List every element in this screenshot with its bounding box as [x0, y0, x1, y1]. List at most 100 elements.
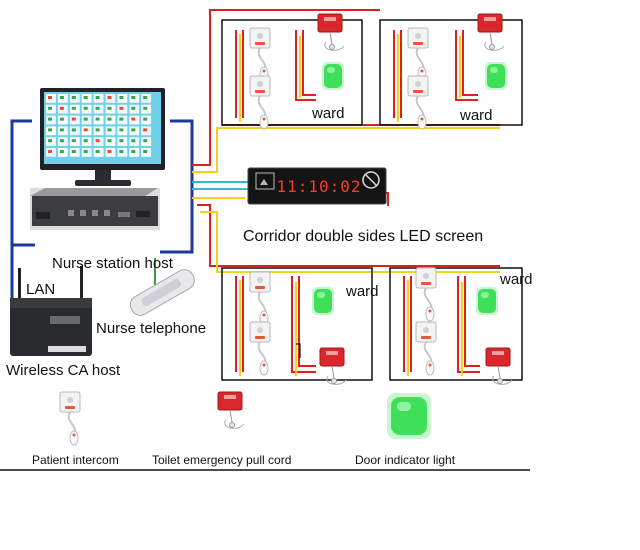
blue-wire-left — [10, 119, 35, 247]
monitor-tile-indicator — [131, 128, 136, 132]
monitor-tile-indicator — [83, 117, 88, 121]
lan-label: LAN — [26, 281, 56, 298]
monitor-tile-indicator — [119, 106, 124, 110]
monitor-tile-indicator — [48, 117, 52, 121]
monitor-tile-indicator — [95, 106, 100, 110]
pull-cord-icon — [477, 13, 505, 51]
monitor-tile-indicator — [95, 96, 100, 99]
monitor-tile-indicator — [59, 128, 64, 132]
ward-label: ward — [460, 107, 493, 124]
monitor-tile-indicator — [143, 96, 148, 99]
patient-intercom-icon — [407, 27, 429, 82]
monitor-tile-indicator — [107, 139, 112, 143]
monitor-tile-indicator — [48, 139, 52, 143]
monitor-tile-indicator — [71, 106, 76, 110]
monitor-tile-indicator — [59, 139, 64, 143]
ward-label: ward — [312, 105, 345, 122]
nurse-station-host-label: Nurse station host — [52, 255, 173, 272]
led-no-smoking-icon — [362, 171, 380, 189]
ward-label: ward — [500, 271, 533, 288]
legend-door-light-label: Door indicator light — [355, 453, 456, 467]
monitor-tile-indicator — [71, 139, 76, 143]
monitor-tile-indicator — [59, 117, 64, 121]
monitor-tile-indicator — [71, 117, 76, 121]
door-light-icon — [485, 62, 507, 90]
monitor-tile-indicator — [131, 96, 136, 99]
monitor-tile-indicator — [71, 96, 76, 99]
corridor-led-screen: 11:10:02 — [247, 167, 387, 205]
door-light-icon — [322, 62, 344, 90]
bus-red-up — [192, 9, 380, 166]
patient-intercom-icon — [415, 267, 437, 322]
monitor-tile-indicator — [83, 128, 88, 132]
room-bottom-right-frame — [389, 267, 523, 381]
monitor-tile-indicator — [95, 128, 100, 132]
monitor-tile-indicator — [95, 150, 100, 153]
patient-intercom-icon — [249, 75, 271, 130]
blue-wire-right — [160, 119, 194, 254]
monitor-tile-indicator — [131, 106, 136, 110]
monitor-tile-indicator — [119, 128, 124, 132]
monitor-tile-indicator — [119, 117, 124, 121]
monitor-tile-indicator — [131, 117, 136, 121]
monitor-tile-indicator — [71, 128, 76, 132]
legend-patient-intercom-label: Patient intercom — [32, 453, 119, 467]
legend-intercom-icon — [59, 391, 81, 446]
monitor-tile-indicator — [143, 106, 148, 110]
door-light-icon — [312, 287, 334, 315]
legend-door-light-icon — [387, 393, 431, 439]
monitor-tile-indicator — [48, 128, 52, 132]
ward-label: ward — [346, 283, 379, 300]
monitor-tile-indicator — [83, 150, 88, 153]
monitor-tile-indicator — [119, 96, 124, 99]
pull-cord-icon — [485, 347, 513, 385]
monitor-tile-indicator — [143, 117, 148, 121]
monitor-tile-indicator — [95, 117, 100, 121]
monitor-tile-indicator — [83, 96, 88, 99]
patient-intercom-icon — [249, 321, 271, 376]
monitor-tile-indicator — [59, 106, 64, 110]
led-time-display: 11:10:02 — [276, 177, 361, 196]
nurse-telephone-label: Nurse telephone — [96, 320, 207, 337]
monitor-tile-indicator — [119, 150, 124, 153]
monitor-tile-indicator — [107, 117, 112, 121]
monitor-tile-indicator — [59, 150, 64, 153]
monitor-tile-indicator — [107, 128, 112, 132]
room-top-right-frame — [379, 19, 523, 126]
wireless-host-icon — [10, 266, 92, 356]
monitor-tile-indicator — [143, 150, 148, 153]
room-top-left-frame — [221, 19, 363, 126]
monitor-tile-indicator — [83, 139, 88, 143]
patient-intercom-icon — [415, 321, 437, 376]
pull-cord-icon — [317, 13, 345, 51]
monitor-tile-indicator — [95, 139, 100, 143]
pull-cord-icon — [319, 347, 347, 385]
led-left-icon — [255, 172, 275, 190]
monitor-tile-indicator — [131, 139, 136, 143]
legend-pull-cord-icon — [217, 391, 245, 429]
monitor-tile-indicator — [59, 96, 64, 99]
patient-intercom-icon — [407, 75, 429, 130]
monitor-tile-indicator — [143, 128, 148, 132]
patient-intercom-icon — [249, 27, 271, 82]
patient-intercom-icon — [249, 271, 271, 326]
monitor-tile-indicator — [107, 96, 112, 99]
monitor-tile-indicator — [107, 106, 112, 110]
door-light-icon — [476, 287, 498, 315]
nurse-station-host-icon — [30, 188, 160, 230]
nurse-telephone-icon — [129, 269, 195, 316]
monitor-tile-indicator — [143, 139, 148, 143]
monitor-tile-indicator — [119, 139, 124, 143]
monitor-tile-indicator — [107, 150, 112, 153]
monitor-tile-indicator — [48, 150, 52, 153]
legend-pull-cord-label: Toilet emergency pull cord — [152, 453, 292, 467]
bus-yellow-up — [192, 127, 500, 173]
monitor-tile-indicator — [71, 150, 76, 153]
monitor-tile-indicator — [48, 106, 52, 110]
bus-red-down — [197, 204, 500, 267]
monitor-tile-indicator — [83, 106, 88, 110]
monitor-tile-indicator — [48, 96, 52, 99]
wireless-host-label: Wireless CA host — [6, 362, 121, 379]
monitor-icon — [40, 88, 165, 186]
